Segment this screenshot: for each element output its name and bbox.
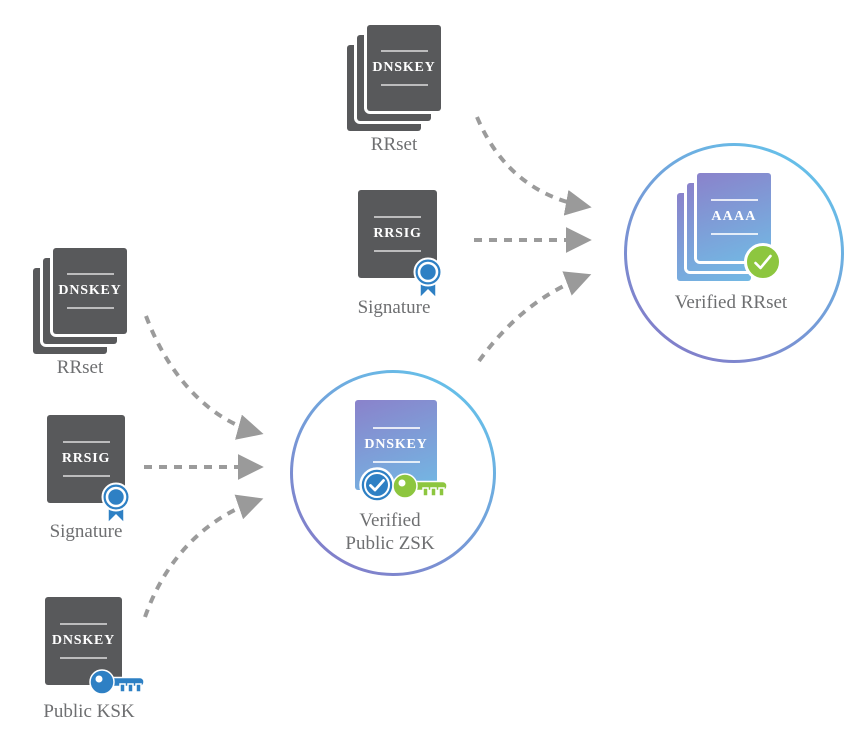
document-front-icon: DNSKEY <box>367 25 441 111</box>
key-icon <box>392 473 448 499</box>
doc-rule <box>60 657 107 659</box>
doc-rule <box>62 475 110 477</box>
node-label: RRset <box>370 134 418 155</box>
key-icon <box>89 669 145 695</box>
doc-title: DNSKEY <box>372 60 436 75</box>
doc-rule <box>710 233 758 235</box>
node-label-line2: Public ZSK <box>345 533 435 554</box>
doc-title: RRSIG <box>61 451 111 466</box>
document-front-icon: DNSKEY <box>53 248 127 334</box>
doc-title: DNSKEY <box>51 633 116 648</box>
node-label: Public KSK <box>43 701 135 722</box>
doc-rule <box>372 427 420 429</box>
doc-rule <box>710 199 758 201</box>
check-circle-icon <box>744 243 782 281</box>
arrow-top-rrset-to-verified-rrset <box>475 116 592 216</box>
check-circle-icon <box>359 467 395 503</box>
doc-rule <box>60 623 107 625</box>
arrow-verified-zsk-to-verified-rrset <box>477 271 592 363</box>
node-label-line1: Verified <box>359 510 421 531</box>
arrow-public-ksk-to-verified-zsk <box>143 494 264 618</box>
doc-rule <box>66 273 114 275</box>
node-label: Verified RRset <box>674 292 788 313</box>
doc-rule <box>380 50 428 52</box>
doc-rule <box>374 250 421 252</box>
doc-title: DNSKEY <box>364 437 428 452</box>
ribbon-seal-icon <box>413 257 443 300</box>
doc-rule <box>372 461 420 463</box>
node-label: Signature <box>357 297 431 318</box>
ribbon-seal-icon <box>101 482 131 525</box>
document-icon: DNSKEY <box>355 400 437 490</box>
doc-rule <box>374 216 421 218</box>
doc-rule <box>66 307 114 309</box>
doc-rule <box>62 441 110 443</box>
document-icon: DNSKEY <box>45 597 122 685</box>
doc-title: RRSIG <box>373 226 422 241</box>
doc-title: DNSKEY <box>58 283 122 298</box>
node-label: Verified Public ZSK <box>320 509 460 555</box>
arrow-left-rrset-to-verified-zsk <box>144 315 264 440</box>
node-label: Signature <box>49 521 123 542</box>
doc-title: AAAA <box>711 209 757 224</box>
doc-rule <box>380 84 428 86</box>
node-label: RRset <box>56 357 104 378</box>
